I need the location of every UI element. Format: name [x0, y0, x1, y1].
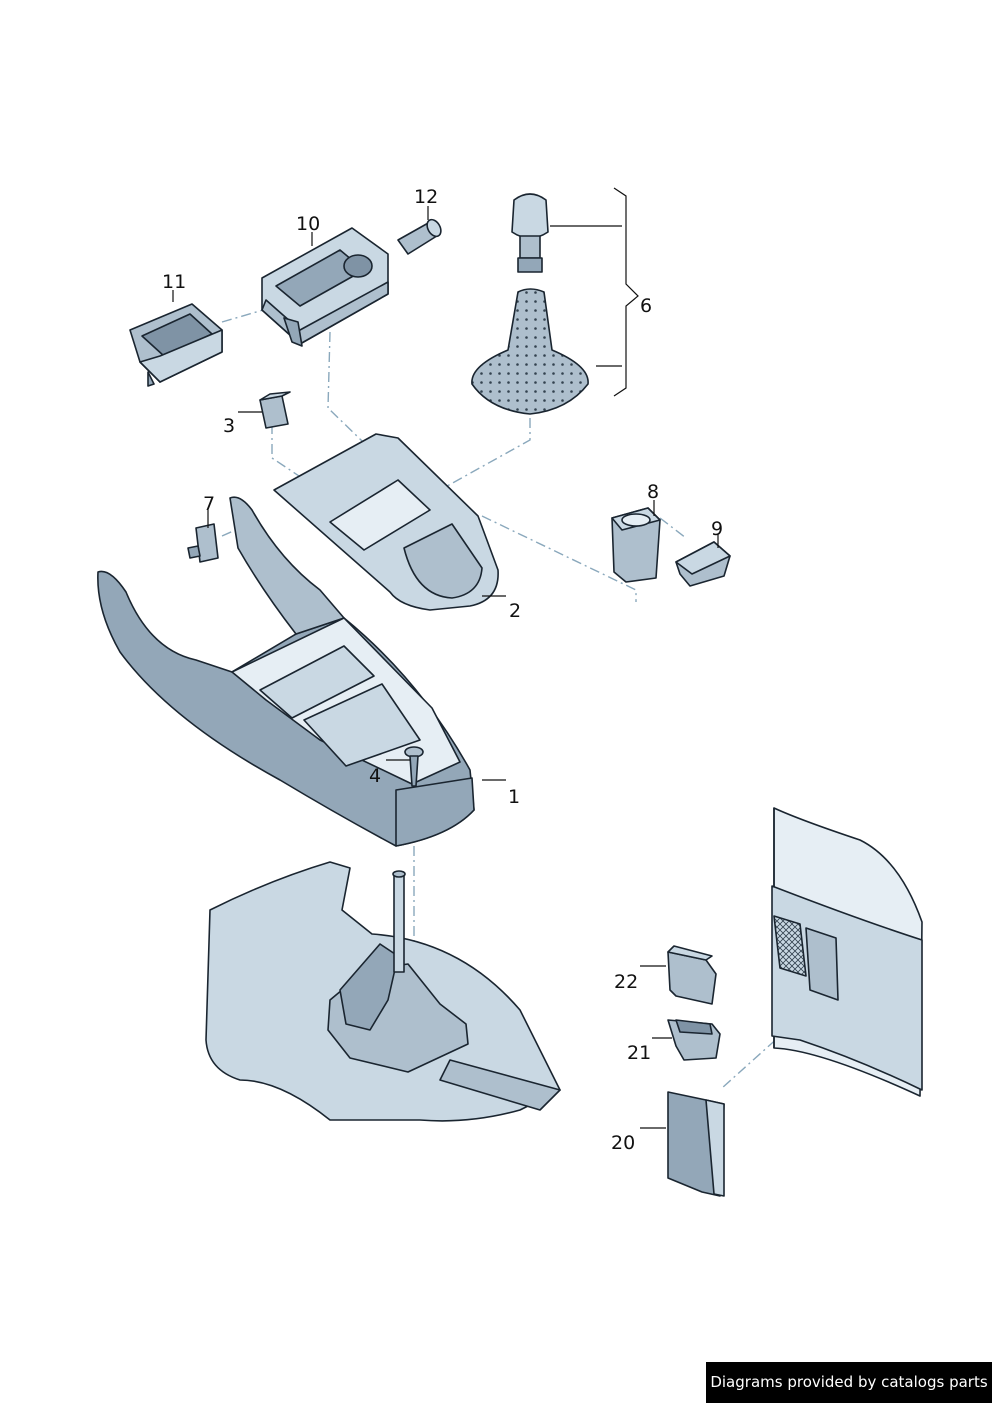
- callout-2: 2: [509, 600, 521, 622]
- callout-6: 6: [640, 295, 652, 317]
- callout-20: 20: [611, 1132, 635, 1154]
- part-holder-21: [667, 1019, 721, 1061]
- callout-12: 12: [414, 186, 438, 208]
- bracket-6: [613, 187, 639, 397]
- callout-9: 9: [711, 518, 723, 540]
- callout-7: 7: [203, 493, 215, 515]
- callout-22: 22: [614, 971, 638, 993]
- part-cap: [675, 541, 731, 587]
- part-clip: [259, 391, 291, 429]
- side-panel-detail: [771, 807, 923, 1097]
- callout-11: 11: [162, 271, 186, 293]
- part-shift-panel: [273, 433, 499, 611]
- callout-10: 10: [296, 213, 320, 235]
- part-lighter-insert: [397, 218, 442, 255]
- part-centre-console: [97, 496, 475, 847]
- callout-1: 1: [508, 786, 520, 808]
- part-screw: [404, 746, 424, 787]
- part-storage-tray: [129, 303, 223, 387]
- part-cup-holder: [261, 227, 389, 347]
- part-gear-knob: [511, 193, 549, 273]
- part-switch-module: [611, 507, 661, 583]
- part-gear-boot: [471, 288, 589, 415]
- callout-3: 3: [223, 415, 235, 437]
- callout-21: 21: [627, 1042, 651, 1064]
- credit-banner: Diagrams provided by catalogs parts: [706, 1362, 992, 1403]
- part-cover-22: [667, 945, 717, 1005]
- floor-pan-assembly: [205, 861, 561, 1122]
- callout-8: 8: [647, 481, 659, 503]
- part-housing-20: [667, 1091, 725, 1197]
- part-connector: [187, 523, 219, 563]
- callout-4: 4: [369, 765, 381, 787]
- leader-lines: [172, 206, 719, 1129]
